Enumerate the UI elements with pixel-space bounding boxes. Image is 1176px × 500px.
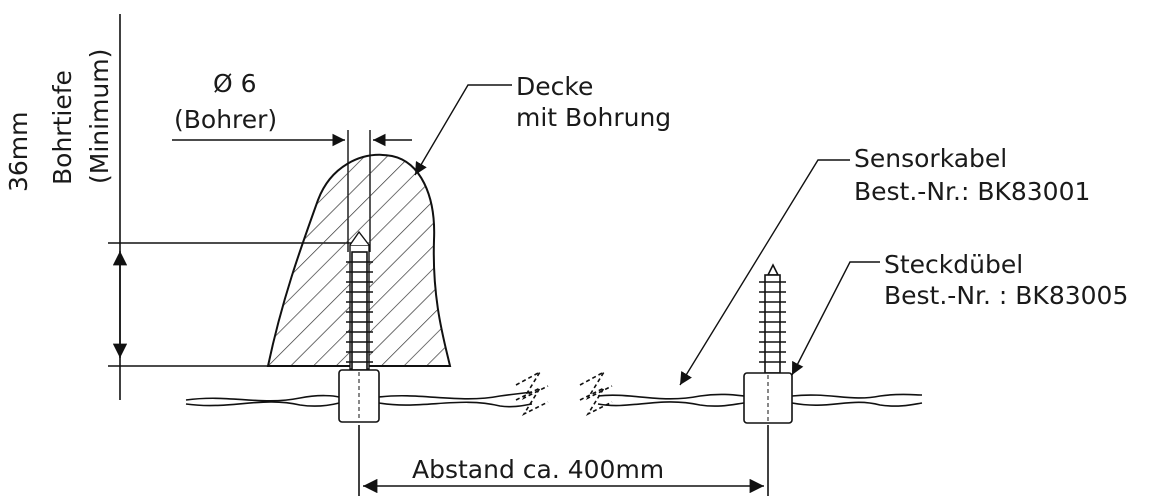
drill-label: (Bohrer) — [174, 105, 278, 134]
ceiling-label-line1: Decke — [516, 72, 594, 101]
spacing-dimension — [358, 425, 769, 496]
spacing-label: Abstand ca. 400mm — [412, 455, 665, 484]
depth-qualifier-label: (Minimum) — [85, 48, 114, 184]
sensor-cable-left — [185, 369, 549, 416]
drill-diameter-label: Ø 6 — [213, 69, 257, 98]
dowel-right — [743, 263, 793, 424]
leader-lines — [414, 84, 880, 386]
sensor-cable-order-number: Best.-Nr.: BK83001 — [854, 177, 1091, 206]
dowel-label: Steckdübel — [884, 250, 1024, 279]
dowel-left — [338, 251, 380, 423]
sensor-cable-label: Sensorkabel — [854, 144, 1008, 173]
sensor-cable-right — [579, 369, 923, 416]
depth-text-label: Bohrtiefe — [48, 70, 77, 185]
dowel-order-number: Best.-Nr. : BK83005 — [884, 281, 1129, 310]
depth-value-label: 36mm — [4, 111, 33, 192]
ceiling-label-line2: mit Bohrung — [516, 103, 672, 132]
